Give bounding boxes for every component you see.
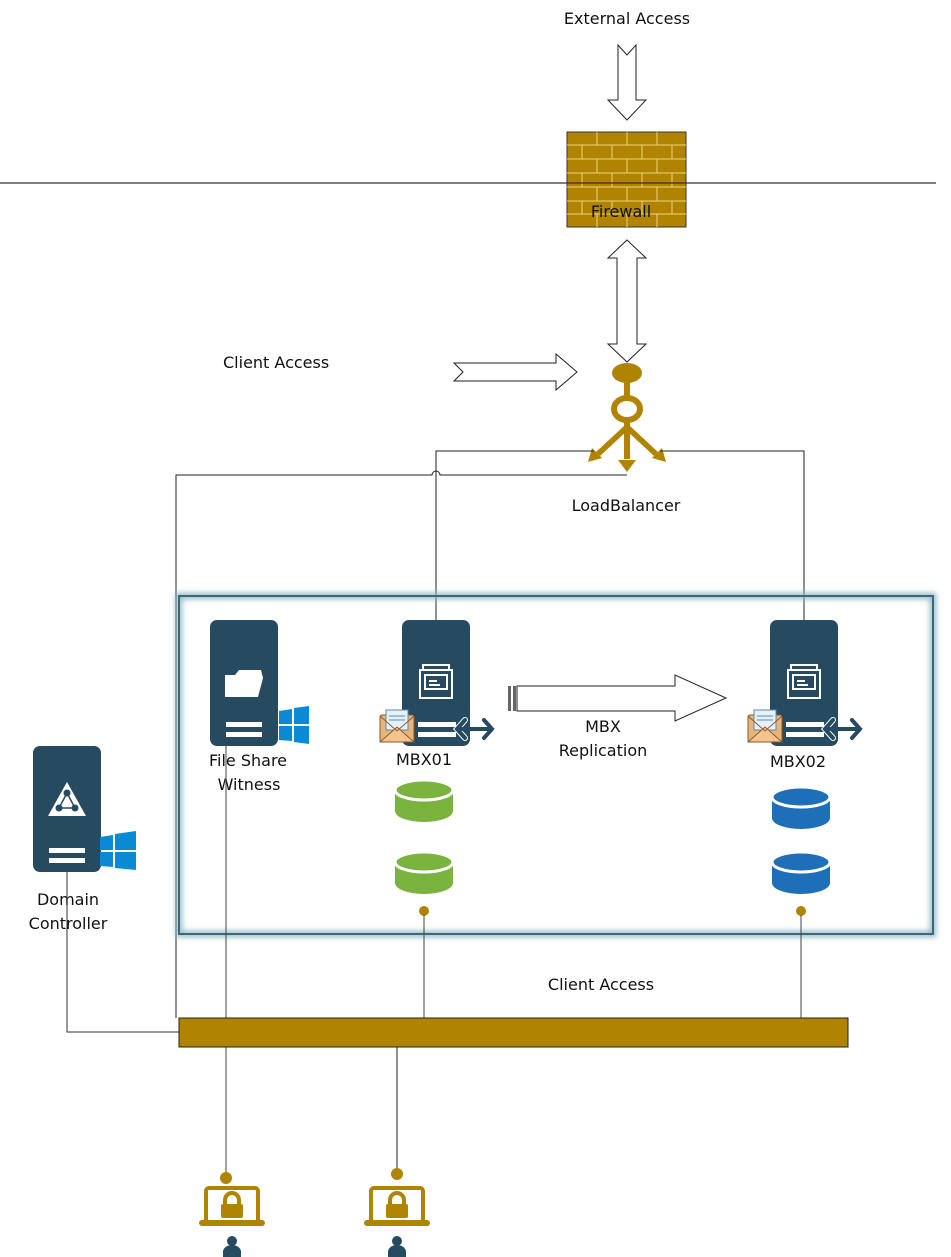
bidirectional-sync-icon bbox=[452, 717, 495, 741]
domain-controller-label-line2: Controller bbox=[29, 914, 108, 933]
mailbox-tray-icon bbox=[419, 664, 453, 699]
mbx01-connector-dot bbox=[419, 906, 429, 916]
bidirectional-sync-icon bbox=[820, 717, 863, 741]
mbx02-label: MBX02 bbox=[770, 752, 826, 771]
client-access-bottom-label: Client Access bbox=[548, 975, 654, 994]
mbx02-database-2[interactable] bbox=[770, 850, 832, 894]
mbx01-database-1[interactable] bbox=[393, 778, 455, 822]
dag-container bbox=[176, 593, 936, 937]
mbx-replication-arrow-icon bbox=[508, 674, 728, 722]
external-access-label: External Access bbox=[564, 9, 690, 28]
external-arrow-down-icon bbox=[606, 43, 648, 121]
mbx-replication-label-line2: Replication bbox=[559, 741, 648, 760]
bidirectional-arrow-icon bbox=[606, 239, 648, 363]
mbx01-label: MBX01 bbox=[396, 750, 452, 769]
mbx02-connector-dot bbox=[796, 906, 806, 916]
client-laptop-1[interactable] bbox=[199, 1172, 265, 1257]
lock-icon bbox=[386, 1191, 408, 1218]
mbx-replication-label-line1: MBX bbox=[585, 717, 621, 736]
mbx02-server[interactable]: MBX02 bbox=[746, 620, 863, 771]
load-balancer-label: LoadBalancer bbox=[572, 496, 681, 515]
email-envelope-icon bbox=[746, 709, 784, 743]
lb-to-mbx02-line bbox=[660, 450, 805, 620]
client-access-top-label: Client Access bbox=[223, 353, 329, 372]
folder-icon bbox=[225, 670, 263, 697]
load-balancer-icon[interactable] bbox=[588, 363, 666, 472]
lock-icon bbox=[221, 1191, 243, 1218]
client-access-network-bus[interactable] bbox=[178, 1017, 849, 1048]
domain-controller-label-line1: Domain bbox=[37, 890, 99, 909]
firewall-label: Firewall bbox=[591, 202, 651, 221]
dc-to-bus-line bbox=[66, 872, 179, 1033]
file-share-witness-label-line1: File Share bbox=[209, 751, 287, 770]
windows-logo-icon bbox=[279, 706, 309, 744]
mbx01-server[interactable]: MBX01 bbox=[378, 620, 495, 769]
lb-to-mbx01-line bbox=[435, 450, 594, 620]
lb-to-bus-line bbox=[175, 470, 627, 1018]
firewall-icon[interactable]: Firewall bbox=[566, 131, 687, 228]
mailbox-tray-icon bbox=[787, 664, 821, 699]
client-access-arrow-icon bbox=[452, 352, 578, 392]
windows-logo-icon bbox=[100, 831, 136, 870]
file-share-witness-server[interactable]: File Share Witness bbox=[209, 620, 309, 794]
file-share-witness-label-line2: Witness bbox=[218, 775, 281, 794]
domain-controller-server[interactable]: Domain Controller bbox=[29, 746, 136, 933]
connector-lines bbox=[175, 450, 805, 1018]
email-envelope-icon bbox=[378, 709, 416, 743]
mbx01-database-2[interactable] bbox=[393, 850, 455, 894]
mbx02-database-1[interactable] bbox=[770, 785, 832, 829]
active-directory-icon bbox=[48, 782, 86, 816]
user-icon bbox=[388, 1236, 406, 1257]
client-laptop-2[interactable] bbox=[364, 1168, 430, 1257]
user-icon bbox=[223, 1236, 241, 1257]
